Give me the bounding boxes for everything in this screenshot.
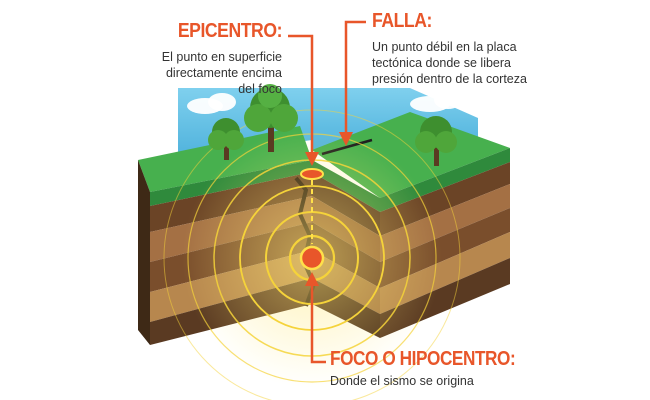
epicenter-callout: EPICENTRO: El punto en superficie direct… (150, 20, 283, 97)
tree-center (244, 84, 298, 152)
epicenter-desc-line2: directamente encima del foco (165, 66, 282, 96)
fault-desc-line3: presión dentro de la corteza (372, 72, 527, 86)
focus-title: FOCO O HIPOCENTRO: (330, 348, 516, 370)
fault-title: FALLA: (372, 10, 432, 32)
tree-right (415, 116, 457, 166)
epicenter-description: El punto en superficie directamente enci… (150, 49, 282, 97)
tree-left (208, 118, 244, 160)
focus-marker (299, 245, 325, 271)
fault-desc-line1: Un punto débil en la placa (372, 40, 517, 54)
epicenter-title: EPICENTRO: (177, 20, 283, 42)
fault-description: Un punto débil en la placa tectónica don… (372, 39, 602, 87)
fault-callout: FALLA: Un punto débil en la placa tectón… (372, 10, 602, 87)
focus-arrow (305, 272, 326, 364)
fault-desc-line2: tectónica donde se libera (372, 56, 511, 70)
focus-desc-line1: Donde el sismo se origina (330, 374, 474, 388)
focus-callout: FOCO O HIPOCENTRO: Donde el sismo se ori… (330, 348, 560, 389)
fault-arrow (339, 20, 366, 146)
focus-description: Donde el sismo se origina (330, 373, 560, 389)
epicenter-desc-line1: El punto en superficie (161, 50, 282, 64)
epicenter-marker (300, 168, 324, 180)
epicenter-arrow (288, 34, 319, 166)
